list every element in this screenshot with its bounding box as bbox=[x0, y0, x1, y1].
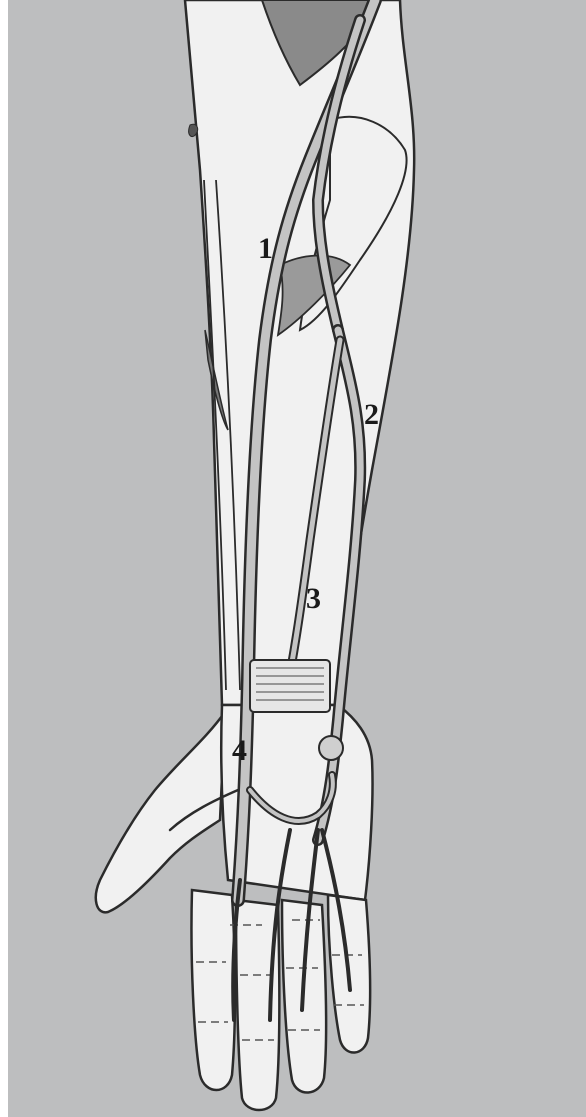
pisiform-bone bbox=[319, 736, 343, 760]
label-2: 2 bbox=[364, 398, 379, 431]
label-3: 3 bbox=[306, 582, 321, 615]
label-4: 4 bbox=[232, 734, 247, 767]
flexor-retinaculum bbox=[250, 660, 330, 712]
label-1: 1 bbox=[258, 232, 273, 265]
index-finger-outline bbox=[191, 890, 235, 1090]
